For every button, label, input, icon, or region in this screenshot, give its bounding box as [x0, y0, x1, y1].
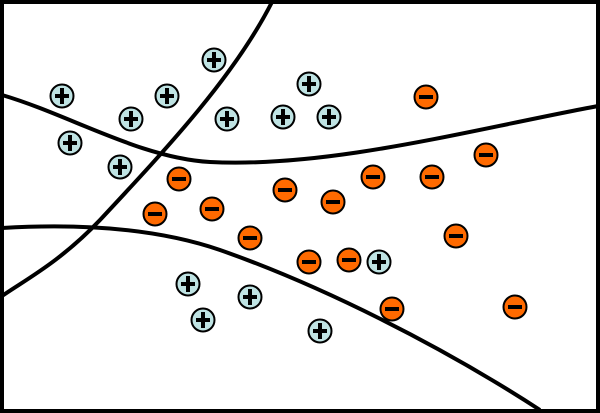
plus-icon-vertical: [225, 111, 229, 127]
minus-icon: [366, 175, 380, 179]
negative-point: [199, 196, 225, 222]
minus-icon: [243, 236, 257, 240]
positive-point: [237, 284, 263, 310]
plus-icon-vertical: [118, 159, 122, 175]
negative-point: [237, 225, 263, 251]
boundary-curve-1: [0, 1, 274, 298]
positive-point: [316, 104, 342, 130]
plus-icon-vertical: [201, 312, 205, 328]
negative-point: [320, 189, 346, 215]
plus-icon-vertical: [129, 111, 133, 127]
negative-point: [336, 247, 362, 273]
plus-icon-vertical: [281, 109, 285, 125]
positive-point: [154, 83, 180, 109]
minus-icon: [425, 175, 439, 179]
minus-icon: [342, 258, 356, 262]
plus-icon-vertical: [377, 254, 381, 270]
positive-point: [118, 106, 144, 132]
minus-icon: [172, 177, 186, 181]
positive-point: [107, 154, 133, 180]
minus-icon: [326, 200, 340, 204]
boundary-curve-2: [1, 93, 599, 165]
negative-point: [413, 84, 439, 110]
minus-icon: [205, 207, 219, 211]
minus-icon: [385, 307, 399, 311]
plus-icon-vertical: [212, 52, 216, 68]
positive-point: [307, 318, 333, 344]
minus-icon: [278, 188, 292, 192]
plus-icon-vertical: [307, 76, 311, 92]
positive-point: [366, 249, 392, 275]
boundary-curve-3: [1, 224, 542, 412]
positive-point: [57, 130, 83, 156]
minus-icon: [148, 212, 162, 216]
negative-point: [502, 294, 528, 320]
negative-point: [142, 201, 168, 227]
data-points: [49, 47, 528, 344]
negative-point: [443, 223, 469, 249]
negative-point: [379, 296, 405, 322]
negative-point: [272, 177, 298, 203]
plus-icon-vertical: [165, 88, 169, 104]
plus-icon-vertical: [248, 289, 252, 305]
plus-icon-vertical: [68, 135, 72, 151]
minus-icon: [302, 260, 316, 264]
positive-point: [214, 106, 240, 132]
negative-point: [360, 164, 386, 190]
plus-icon-vertical: [60, 88, 64, 104]
negative-point: [296, 249, 322, 275]
minus-icon: [479, 153, 493, 157]
negative-point: [419, 164, 445, 190]
minus-icon: [419, 95, 433, 99]
positive-point: [296, 71, 322, 97]
positive-point: [175, 271, 201, 297]
positive-point: [270, 104, 296, 130]
negative-point: [166, 166, 192, 192]
positive-point: [201, 47, 227, 73]
negative-point: [473, 142, 499, 168]
plus-icon-vertical: [186, 276, 190, 292]
minus-icon: [449, 234, 463, 238]
plus-icon-vertical: [318, 323, 322, 339]
positive-point: [190, 307, 216, 333]
plus-icon-vertical: [327, 109, 331, 125]
minus-icon: [508, 305, 522, 309]
positive-point: [49, 83, 75, 109]
